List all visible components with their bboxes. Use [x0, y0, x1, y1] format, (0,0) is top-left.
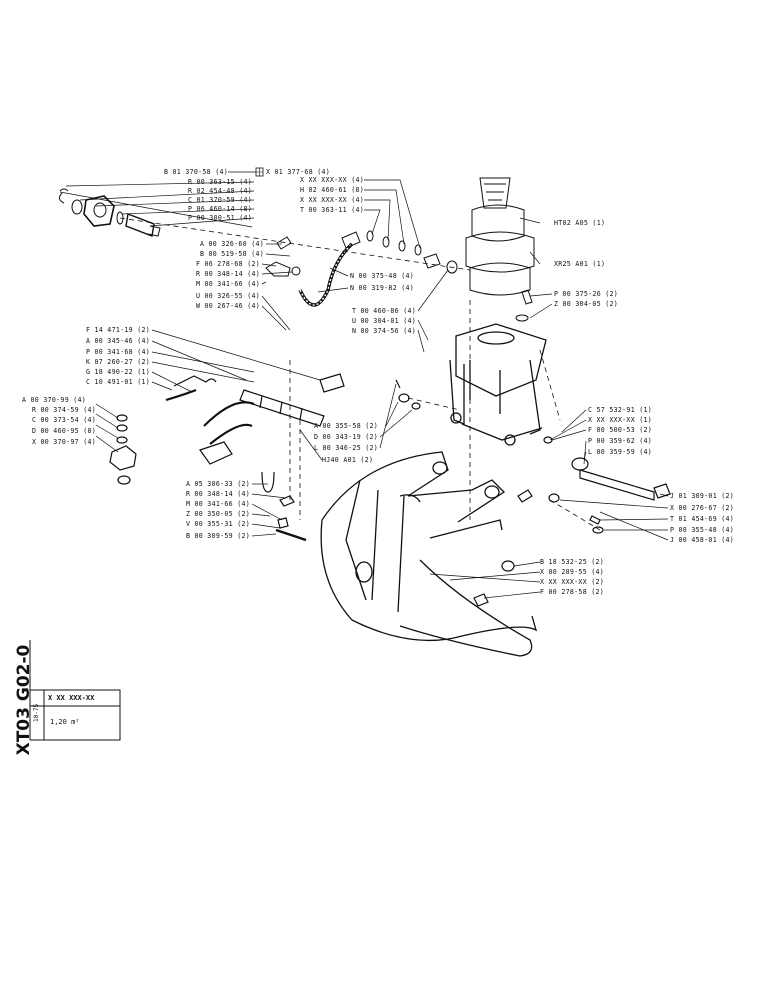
label-mid-left-4: M 00 341-66 (4) — [195, 280, 260, 288]
label-bottom-right-2: X XX XXX-XX (2) — [540, 578, 605, 586]
label-right-mid-1: X XX XXX-XX (1) — [588, 416, 653, 424]
label-right-low-1: X 00 276-67 (2) — [670, 504, 735, 512]
label-top-left-1: R 00 363-15 (4) — [187, 178, 252, 186]
label-valve-2: P 00 341-68 (4) — [85, 348, 150, 356]
label-top-left-3: C 01 370-59 (4) — [187, 196, 252, 204]
label-mid-left-5: U 00 326-55 (4) — [195, 292, 260, 300]
label-right-low-4: J 00 458-01 (4) — [670, 536, 735, 544]
sheet-code: XT03 G02-0 — [14, 644, 34, 756]
label-far-left-1: R 00 374-59 (4) — [31, 406, 96, 414]
label-hose-0: N 00 375-48 (4) — [350, 272, 415, 280]
title-block-frame — [29, 640, 121, 741]
label-bottom-left-2: M 00 341-66 (4) — [185, 500, 250, 508]
label-right-mid-3: P 00 359-62 (4) — [588, 437, 653, 445]
label-center-pins-1: D 00 343-19 (2) — [314, 433, 379, 441]
label-mid-center-1: U 00 304-01 (4) — [351, 317, 416, 325]
pin-hardware — [261, 471, 307, 542]
label-mid-left-6: W 00 267-46 (4) — [195, 302, 260, 310]
label-top-mid-3: T 00 363-11 (4) — [299, 206, 364, 214]
label-top-left-4: P 06 460-14 (8) — [187, 205, 252, 213]
label-valve-4: G 18 490-22 (1) — [85, 368, 150, 376]
label-right-mid-0: C 57 532-91 (1) — [588, 406, 653, 414]
valve-block — [109, 373, 345, 485]
label-bottom-left-1: R 00 348-14 (4) — [185, 490, 250, 498]
grab-shells — [320, 451, 538, 657]
label-right-low-0: J 01 309-01 (2) — [670, 492, 735, 500]
label-mid-left-3: R 00 348-14 (4) — [195, 270, 260, 278]
label-bottom-right-1: X 00 289-55 (4) — [540, 568, 605, 576]
hose-assembly — [265, 230, 458, 307]
label-top-left-2: R 02 454-48 (4) — [187, 187, 252, 195]
label-valve-0: F 14 471-19 (2) — [85, 326, 150, 334]
title-block-capacity: 1,20 m² — [50, 718, 80, 726]
label-right-mid-2: F 00 500-53 (2) — [588, 426, 653, 434]
rotator-assembly — [465, 177, 535, 322]
label-far-left-2: C 00 373-54 (4) — [31, 416, 96, 424]
label-valve-1: A 00 345-46 (4) — [85, 337, 150, 345]
title-block-date: 10-75 — [33, 703, 40, 722]
label-top-left-5: P 00 300-51 (4) — [187, 214, 252, 222]
label-top-left-extra: X 01 377-68 (4) — [266, 168, 331, 176]
label-bottom-left-5: B 00 309-59 (2) — [185, 532, 250, 540]
label-top-left-0: B 01 370-58 (4) — [163, 168, 228, 176]
label-far-left-0: A 00 370-99 (4) — [22, 396, 87, 404]
label-valve-5: C 10 491-01 (1) — [85, 378, 150, 386]
label-bottom-left-3: Z 00 350-05 (2) — [185, 510, 250, 518]
title-block-code: X XX XXX-XX — [48, 694, 95, 702]
leader-lines — [59, 171, 669, 599]
label-rotator-0: HT02 A05 (1) — [554, 219, 606, 227]
label-far-left-4: X 00 370-97 (4) — [31, 438, 96, 446]
label-bottom-right-0: B 18 532-25 (2) — [540, 558, 605, 566]
grab-head-frame — [449, 323, 547, 446]
label-cylinder-ref: HJ40 A01 (2) — [322, 456, 374, 464]
label-right-mid-4: L 00 359-59 (4) — [588, 448, 653, 456]
label-rotator-1: XR25 A01 (1) — [554, 260, 606, 268]
label-mid-left-0: A 00 326-60 (4) — [199, 240, 264, 248]
label-bottom-right-3: F 00 278-58 (2) — [540, 588, 605, 596]
label-right-top-0: P 00 375-26 (2) — [554, 290, 619, 298]
label-bottom-left-4: V 00 355-31 (2) — [185, 520, 250, 528]
label-right-low-2: T 01 454-69 (4) — [670, 515, 735, 523]
label-valve-3: K 07 260-27 (2) — [85, 358, 150, 366]
label-top-mid-0: X XX XXX-XX (4) — [299, 176, 364, 184]
label-right-top-1: Z 00 304-05 (2) — [554, 300, 619, 308]
label-mid-left-2: F 06 278-68 (2) — [195, 260, 260, 268]
label-top-mid-2: X XX XXX-XX (4) — [299, 196, 364, 204]
coupling-assembly — [58, 188, 161, 237]
label-top-mid-1: H 02 460-61 (8) — [299, 186, 364, 194]
label-right-low-3: P 00 355-48 (4) — [670, 526, 735, 534]
label-mid-center-0: T 00 460-86 (4) — [351, 307, 416, 315]
label-bottom-left-0: A 05 306-33 (2) — [185, 480, 250, 488]
label-center-pins-0: A 00 355-58 (2) — [314, 422, 379, 430]
label-mid-center-2: N 00 374-56 (4) — [351, 327, 416, 335]
label-center-pins-2: L 00 346-25 (2) — [314, 444, 379, 452]
label-mid-left-1: B 00 519-58 (4) — [199, 250, 264, 258]
assembly-lines — [119, 217, 601, 531]
label-hose-1: N 00 319-82 (4) — [350, 284, 415, 292]
label-far-left-3: D 00 460-95 (8) — [31, 427, 96, 435]
